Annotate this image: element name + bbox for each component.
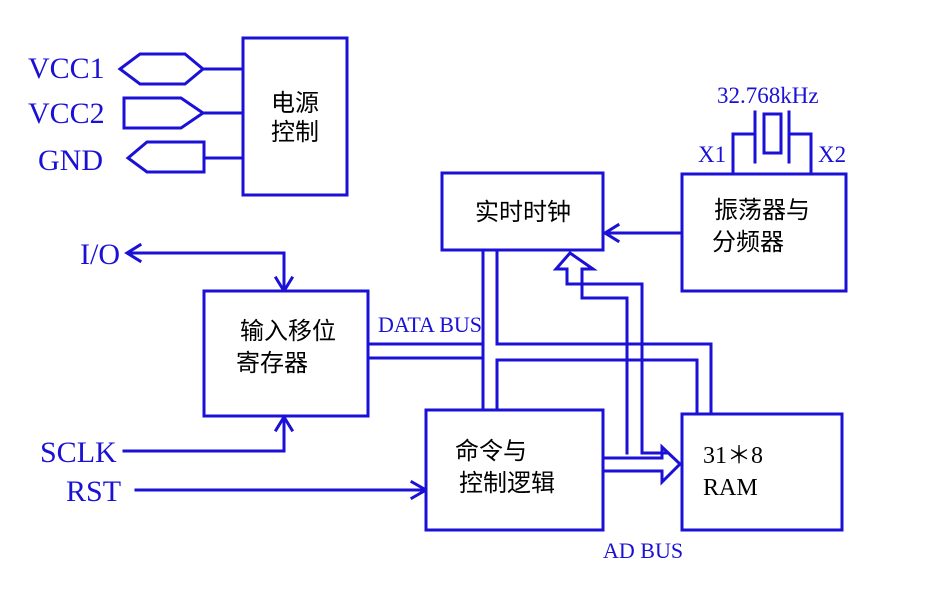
crystal: 32.768kHz X1 X2	[698, 83, 846, 176]
data-bus-label: DATA BUS	[378, 312, 482, 337]
oscillator-line1: 振荡器与	[714, 196, 810, 224]
crystal-frequency-label: 32.768kHz	[717, 83, 819, 108]
pin-rst-label: RST	[66, 475, 121, 508]
shift-register-line2: 寄存器	[236, 349, 308, 377]
osc-to-rtc-arrow	[602, 222, 621, 244]
rtc-block	[440, 171, 605, 252]
pin-gnd-connector	[125, 140, 206, 174]
command-control-line2: 控制逻辑	[459, 469, 555, 497]
oscillator-line2: 分频器	[712, 228, 784, 256]
pin-vcc1-label: VCC1	[28, 52, 105, 85]
pin-x2-label: X2	[818, 142, 846, 167]
command-control-block	[424, 408, 605, 532]
crystal-wire-x1	[731, 132, 757, 176]
power-control-block	[241, 36, 349, 197]
ram-block	[680, 412, 844, 532]
power-pins: VCC1 VCC2 GND 电源 控制	[28, 36, 349, 197]
io-wire	[126, 251, 286, 291]
pin-gnd-label: GND	[38, 144, 103, 177]
shift-register-block	[202, 289, 370, 418]
rtc-label: 实时时钟	[475, 198, 571, 226]
pin-sclk-label: SCLK	[40, 436, 117, 469]
rtc-data-wire-right	[495, 248, 713, 414]
io-arrow-left	[124, 242, 143, 264]
pin-vcc1-connector	[117, 52, 206, 86]
crystal-body	[762, 112, 783, 155]
ad-bus-to-rtc-arrow	[552, 251, 644, 455]
command-control-line1: 命令与	[455, 437, 527, 465]
sclk-wire	[122, 416, 286, 453]
pin-io-label: I/O	[80, 238, 120, 271]
power-control-line2: 控制	[271, 118, 319, 146]
sclk-arrow-up	[273, 414, 295, 433]
ram-type-label: RAM	[703, 475, 758, 501]
cmd-data-wire	[495, 358, 699, 414]
power-control-line1: 电源	[271, 89, 319, 117]
pin-x1-label: X1	[698, 142, 726, 167]
pin-vcc2-connector	[122, 96, 206, 130]
ad-bus-label: AD BUS	[603, 538, 683, 563]
crystal-wire-x2	[787, 132, 813, 176]
shift-register-line1: 输入移位	[240, 317, 336, 345]
ad-bus-to-ram-arrow	[601, 443, 683, 486]
pin-vcc2-label: VCC2	[28, 97, 105, 130]
ram-size-label: 31＊8	[703, 443, 763, 469]
